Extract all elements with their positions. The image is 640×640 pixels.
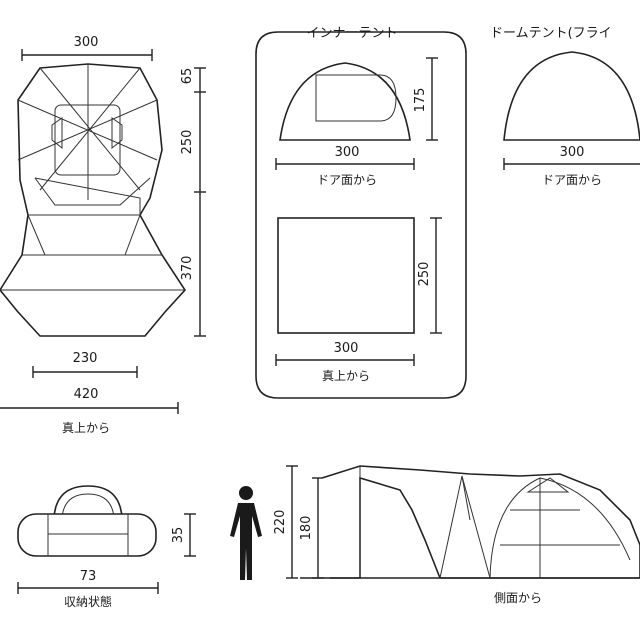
vestibule-line — [27, 214, 46, 256]
top-view: 300 65 250 370 230 420 — [0, 35, 206, 435]
caption-from-top-inner: 真上から — [322, 369, 370, 383]
dim-side-180: 180 — [299, 516, 314, 541]
vestibule-line — [34, 177, 141, 215]
bag-body — [17, 513, 157, 557]
dim-inner-250: 250 — [417, 262, 432, 287]
inner-floor-top-view — [277, 217, 415, 334]
caption-from-side: 側面から — [494, 591, 542, 605]
dim-370: 370 — [180, 256, 195, 281]
dome-tent-title: ドームテント(フライ — [490, 26, 612, 41]
human-figure — [230, 486, 262, 580]
dome-vent — [526, 477, 570, 493]
inner-tent-title: インナーテント — [306, 26, 397, 41]
dim-65: 65 — [180, 68, 195, 85]
dome-tent-door-view — [503, 51, 640, 141]
figure-body — [230, 503, 262, 580]
window-right — [111, 117, 123, 150]
dim-bag-35: 35 — [171, 527, 186, 544]
dim-top-width: 300 — [74, 35, 99, 50]
inner-door-opening — [315, 74, 397, 122]
caption-from-top: 真上から — [62, 421, 110, 435]
dim-side-220: 220 — [273, 510, 288, 535]
side-panel-frame — [461, 475, 471, 521]
vestibule-line — [124, 214, 141, 256]
dim-420: 420 — [74, 387, 99, 402]
dim-230: 230 — [73, 351, 98, 366]
dim-inner-top-300: 300 — [334, 341, 359, 356]
dim-dome-300: 300 — [560, 145, 585, 160]
vestibule-line — [34, 177, 151, 206]
caption-from-door-inner: ドア面から — [317, 173, 377, 187]
pole-lines — [17, 64, 158, 200]
dim-250: 250 — [180, 130, 195, 155]
stored-bag: 35 73 収納状態 — [17, 485, 196, 609]
caption-stored: 収納状態 — [64, 594, 112, 609]
bag-handle-inner — [61, 493, 115, 519]
tent-side-outline — [321, 465, 640, 579]
bag-handle — [53, 485, 123, 519]
dome-seams — [500, 478, 620, 578]
dome-tent-panel: ドームテント(フライ 300 ドア面から — [490, 26, 640, 187]
dim-inner-175: 175 — [413, 88, 428, 113]
figure-head — [239, 486, 253, 500]
inner-tent-panel: インナーテント 175 300 ドア面から 250 300 真上から — [255, 26, 467, 399]
side-view: 220 180 側面から — [273, 465, 640, 605]
window-left — [51, 117, 63, 150]
caption-from-door-dome: ドア面から — [542, 173, 602, 187]
dim-inner-door-300: 300 — [335, 145, 360, 160]
dim-bag-73: 73 — [80, 569, 97, 584]
